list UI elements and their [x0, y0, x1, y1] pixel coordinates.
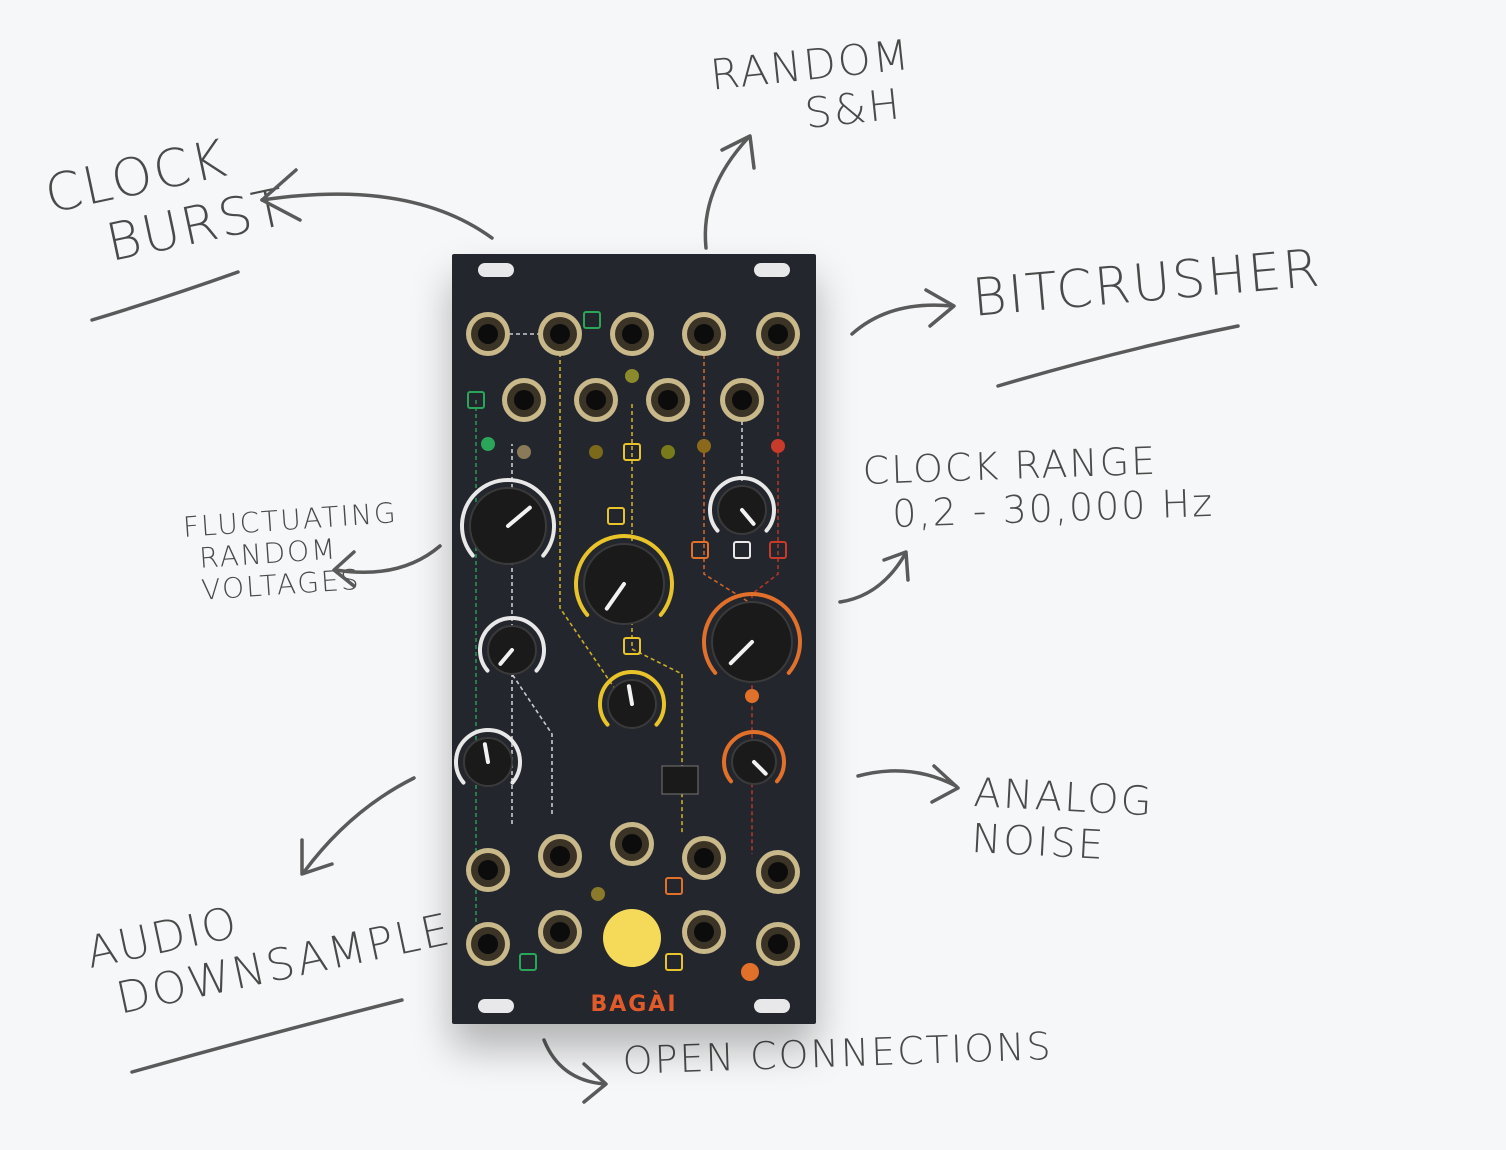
jack-hole — [732, 390, 752, 410]
jack-hole — [478, 324, 498, 344]
arrow-head — [260, 168, 302, 222]
knob-ring — [574, 534, 674, 617]
orange-trace — [703, 334, 753, 605]
jack-hole — [622, 324, 642, 344]
knob-pointer — [498, 648, 514, 666]
jack-label-icon — [623, 443, 641, 461]
clock-burst-arrow — [260, 192, 494, 240]
status-led — [771, 439, 785, 453]
status-led — [591, 887, 605, 901]
jack-label-icon — [665, 953, 683, 971]
jack-hole — [586, 390, 606, 410]
random-sh-arrow — [703, 136, 750, 250]
knob-ring — [460, 478, 556, 558]
jack-hole — [768, 862, 788, 882]
jack-hole — [694, 922, 714, 942]
red-trace — [751, 334, 779, 854]
knob-ring — [598, 670, 666, 727]
status-led — [661, 445, 675, 459]
open-connections-arrow — [542, 1038, 606, 1086]
knob-pointer — [506, 505, 532, 528]
knob-ring — [454, 728, 522, 785]
knob-ring — [702, 592, 802, 675]
knob-ring — [722, 730, 786, 784]
jack-label-icon — [691, 541, 709, 559]
mounting-hole — [478, 999, 514, 1013]
analog-noise-arrow — [856, 769, 958, 788]
arrow-head — [930, 764, 960, 804]
arrow-head — [720, 134, 756, 170]
jack-hole — [694, 848, 714, 868]
knob-pointer — [740, 508, 756, 526]
jack-hole — [550, 846, 570, 866]
jack-label-icon — [519, 953, 537, 971]
arrow-head — [300, 838, 334, 876]
yellow-trace — [631, 404, 683, 834]
status-led — [517, 445, 531, 459]
mode-switch[interactable] — [661, 765, 699, 795]
mounting-hole — [478, 263, 514, 277]
jack-label-icon — [665, 877, 683, 895]
arrow-head — [882, 550, 910, 582]
jack-hole — [622, 834, 642, 854]
fluctuating-arrow — [334, 544, 442, 574]
knob-pointer — [752, 760, 768, 776]
yellow-trace — [559, 318, 633, 715]
jack-label-icon — [467, 391, 485, 409]
jack-label-icon — [583, 311, 601, 329]
mounting-hole — [754, 263, 790, 277]
bitcrusher-underline — [996, 324, 1240, 388]
jack-label-icon — [607, 507, 625, 525]
push-button[interactable] — [603, 909, 661, 967]
jack-hole — [658, 390, 678, 410]
knob-pointer — [604, 582, 626, 611]
jack-hole — [550, 324, 570, 344]
audio-downsampler-underline — [130, 998, 404, 1074]
arrow-head — [924, 288, 956, 328]
knob-ring — [478, 616, 546, 673]
status-led — [697, 439, 711, 453]
knob-pointer — [626, 684, 634, 706]
jack-label-icon — [733, 541, 751, 559]
audio-downsampler-arrow — [302, 776, 416, 874]
bagai-module: BAGÀI — [452, 254, 816, 1024]
jack-hole — [694, 324, 714, 344]
jack-hole — [768, 324, 788, 344]
bitcrusher-arrow — [850, 303, 954, 336]
status-led — [589, 445, 603, 459]
knob-pointer — [728, 640, 754, 666]
module-panel — [452, 254, 816, 1024]
clock-range-arrow — [838, 554, 906, 604]
knob-ring — [708, 476, 776, 533]
jack-hole — [478, 934, 498, 954]
jack-hole — [514, 390, 534, 410]
brand-logo: BAGÀI — [590, 992, 678, 1017]
mounting-hole — [754, 999, 790, 1013]
jack-label-icon — [769, 541, 787, 559]
white-trace — [511, 673, 553, 814]
jack-label-icon — [623, 637, 641, 655]
arrow-head — [332, 550, 356, 588]
clock-burst-underline — [90, 270, 240, 322]
knob-pointer — [482, 742, 490, 764]
arrow-head — [582, 1062, 608, 1104]
status-led — [745, 689, 759, 703]
jack-hole — [768, 934, 788, 954]
status-led — [625, 369, 639, 383]
orange-led-button[interactable] — [741, 963, 759, 981]
status-led — [481, 437, 495, 451]
jack-hole — [478, 860, 498, 880]
jack-hole — [550, 922, 570, 942]
